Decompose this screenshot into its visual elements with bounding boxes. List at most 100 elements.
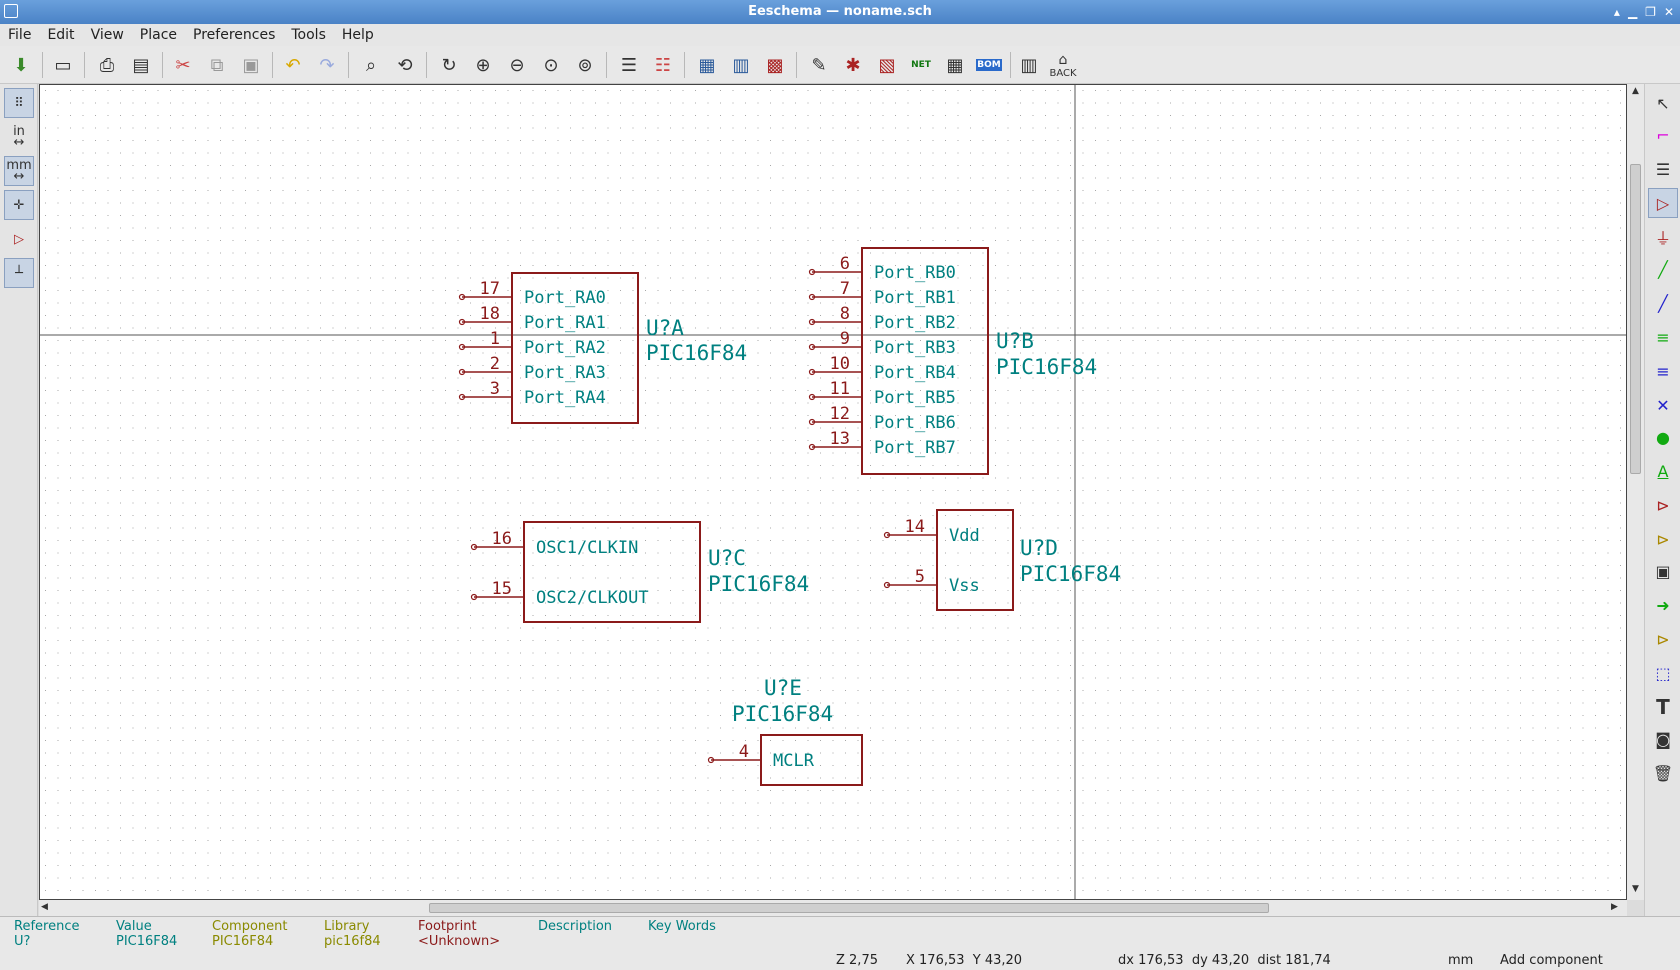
part-ue-value[interactable]: PIC16F84	[732, 702, 833, 726]
part-ud-body[interactable]	[936, 509, 1014, 611]
orthogonal-wire-icon[interactable]: ┴	[4, 258, 34, 288]
horizontal-scroll-thumb[interactable]	[429, 903, 1269, 913]
restore-up-icon[interactable]: ▴	[1613, 5, 1620, 19]
menu-place[interactable]: Place	[139, 27, 178, 43]
scroll-up-icon[interactable]: ▲	[1632, 86, 1639, 96]
place-component-icon[interactable]: ▷	[1648, 188, 1678, 218]
redo-icon[interactable]: ↷	[319, 54, 335, 76]
no-connect-icon[interactable]: ✕	[1656, 395, 1670, 415]
part-ub-reference[interactable]: U?B	[996, 329, 1034, 353]
msg-component: Component PIC16F84	[212, 919, 287, 949]
hierarchical-label-icon[interactable]: ⊳	[1656, 529, 1670, 549]
wire-bus-entry-icon[interactable]: ≡	[1656, 327, 1670, 347]
part-uc-reference[interactable]: U?C	[708, 546, 746, 570]
junction-icon[interactable]: ●	[1656, 427, 1670, 447]
zoom-fit-icon[interactable]: ⊙	[543, 54, 559, 76]
sheet-pin-icon[interactable]: ⊳	[1656, 629, 1670, 649]
find-icon[interactable]: ⌕	[365, 54, 377, 76]
menu-edit[interactable]: Edit	[47, 27, 75, 43]
paste-icon[interactable]: ▣	[242, 54, 260, 76]
hierarchical-sheet-icon[interactable]: ▣	[1655, 561, 1671, 581]
print-icon[interactable]: ⎙	[99, 54, 115, 76]
part-ua-pin-end	[458, 293, 466, 301]
part-ud-value[interactable]: PIC16F84	[1020, 562, 1121, 586]
cut-icon[interactable]: ✂	[175, 54, 191, 76]
part-ua-pin-number: 18	[480, 304, 500, 324]
import-sheet-pin-icon[interactable]: ➜	[1656, 595, 1670, 615]
assign-footprints-icon[interactable]: ▧	[878, 54, 896, 76]
bom-table-icon[interactable]: ▦	[946, 54, 964, 76]
graphic-text-icon[interactable]: T	[1656, 695, 1670, 719]
part-ua-value[interactable]: PIC16F84	[646, 341, 747, 365]
hidden-pins-icon[interactable]: ▷	[14, 231, 24, 247]
part-ue-reference[interactable]: U?E	[764, 676, 802, 700]
vertical-scroll-thumb[interactable]	[1630, 164, 1641, 474]
plot-icon[interactable]: ▤	[132, 54, 150, 76]
global-label-icon[interactable]: ⊳	[1656, 495, 1670, 515]
place-bus-icon[interactable]: ╱	[1658, 293, 1668, 313]
add-image-icon[interactable]: ◙	[1655, 729, 1671, 749]
scroll-right-icon[interactable]: ▶	[1611, 902, 1618, 912]
net-label-icon[interactable]: A	[1657, 461, 1669, 481]
delete-icon[interactable]: 🗑	[1652, 763, 1674, 783]
scroll-down-icon[interactable]: ▼	[1632, 884, 1639, 894]
erc-icon[interactable]: ✎	[811, 54, 827, 76]
units-inch-button[interactable]: in↔	[13, 124, 25, 150]
select-arrow-icon[interactable]: ↖	[1656, 93, 1670, 113]
minimize-icon[interactable]: ▁	[1627, 5, 1638, 19]
maximize-icon[interactable]: ❐	[1645, 5, 1656, 19]
part-ua-body[interactable]	[511, 272, 639, 424]
copy-icon[interactable]: ⧉	[210, 54, 224, 76]
close-icon[interactable]: ✕	[1663, 5, 1674, 19]
graphic-line-icon[interactable]: ⬚	[1655, 663, 1671, 683]
menu-tools[interactable]: Tools	[291, 27, 326, 43]
place-power-icon[interactable]: ⏚	[1654, 229, 1671, 248]
grid-toggle-icon[interactable]: ⠿	[4, 88, 34, 118]
zoom-out-icon[interactable]: ⊖	[509, 54, 525, 76]
scroll-left-icon[interactable]: ◀	[41, 902, 48, 912]
part-ub-value[interactable]: PIC16F84	[996, 355, 1097, 379]
save-schematic-icon[interactable]: ⬇	[13, 54, 29, 76]
menu-file[interactable]: File	[8, 27, 32, 43]
menu-help[interactable]: Help	[341, 27, 374, 43]
menu-view[interactable]: View	[90, 27, 124, 43]
part-ub-pin-end	[808, 368, 816, 376]
horizontal-scrollbar[interactable]: ◀ ▶	[39, 900, 1627, 916]
leave-sheet-icon[interactable]: ☷	[654, 54, 672, 76]
msg-description: Description	[538, 919, 612, 934]
hierarchy-icon[interactable]: ☰	[1655, 159, 1671, 179]
part-uc-value[interactable]: PIC16F84	[708, 572, 809, 596]
page-settings-icon[interactable]: ▭	[54, 54, 72, 76]
library-editor-icon[interactable]: ▦	[698, 54, 716, 76]
part-ua-reference[interactable]: U?A	[646, 316, 684, 340]
hierarchy-navigator-icon[interactable]: ☰	[620, 54, 638, 76]
bom-icon[interactable]: BOM	[976, 59, 1002, 71]
vertical-scrollbar[interactable]: ▲ ▼	[1627, 84, 1644, 900]
highlight-net-icon[interactable]: ⌐	[1656, 125, 1670, 145]
redraw-icon[interactable]: ↻	[441, 54, 457, 76]
place-wire-icon[interactable]: ╱	[1658, 259, 1668, 279]
part-ud-pin-end	[883, 581, 891, 589]
netlist-icon[interactable]: NET	[911, 60, 931, 70]
bug-icon[interactable]: ✱	[845, 54, 861, 76]
zoom-in-icon[interactable]: ⊕	[475, 54, 491, 76]
menu-preferences[interactable]: Preferences	[193, 27, 276, 43]
msg-value-value: PIC16F84	[116, 934, 178, 949]
annotate-icon[interactable]: ▩	[766, 54, 784, 76]
find-replace-icon[interactable]: ⟲	[397, 54, 413, 76]
msg-component-value: PIC16F84	[212, 934, 274, 949]
part-ub-body[interactable]	[861, 247, 989, 475]
pcb-icon[interactable]: ▥	[1020, 54, 1038, 76]
zoom-selection-icon[interactable]: ⊚	[577, 54, 593, 76]
part-ud-reference[interactable]: U?D	[1020, 536, 1058, 560]
bus-bus-entry-icon[interactable]: ≡	[1656, 361, 1670, 381]
cursor-shape-icon[interactable]: ✛	[4, 190, 34, 220]
units-mm-button[interactable]: mm↔	[4, 156, 34, 186]
library-browser-icon[interactable]: ▥	[732, 54, 750, 76]
undo-icon[interactable]: ↶	[285, 54, 301, 76]
back-button[interactable]: ⌂BACK	[1049, 51, 1077, 79]
status-mode: Add component	[1500, 953, 1603, 968]
title-bar: Eeschema — noname.sch ▴ ▁ ❐ ✕	[0, 0, 1680, 24]
part-uc-body[interactable]	[523, 521, 701, 623]
